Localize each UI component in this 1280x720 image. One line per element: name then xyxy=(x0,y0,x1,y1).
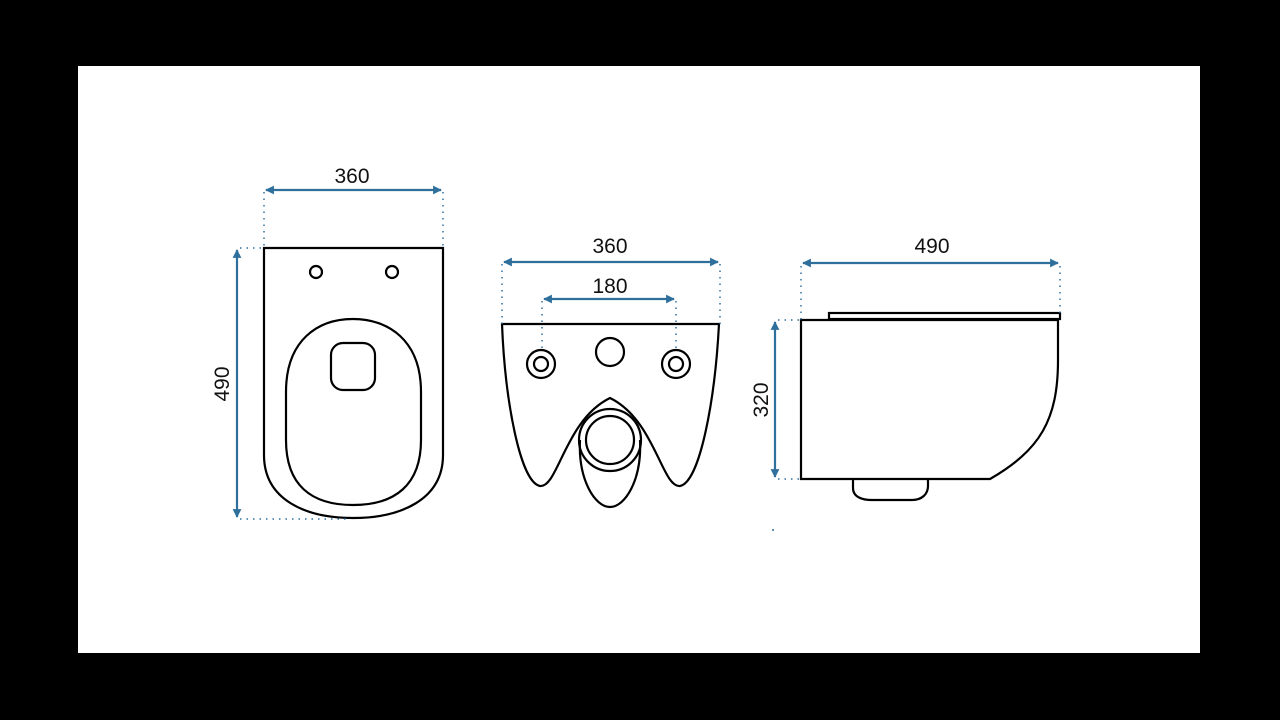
fixing-hole-left xyxy=(532,355,550,373)
rear-view: 360 180 xyxy=(500,235,721,509)
fixing-hole-right xyxy=(384,264,400,280)
side-depth-label: 490 xyxy=(914,235,949,258)
top-view: 360 490 xyxy=(211,165,445,520)
seat-outline xyxy=(284,317,423,507)
fixing-spacing-label: 180 xyxy=(592,275,627,298)
fixing-hole-right xyxy=(667,355,685,373)
drawing-sheet xyxy=(78,66,1200,653)
outlet-spigot xyxy=(578,439,642,509)
seat-hinge xyxy=(329,341,377,392)
outlet-pipe xyxy=(584,414,636,466)
rear-width-label: 360 xyxy=(592,235,627,258)
water-inlet xyxy=(594,336,626,368)
side-view: 490 320 xyxy=(750,235,1062,531)
side-outline xyxy=(799,318,1060,481)
bowl-outline xyxy=(262,246,445,520)
outlet-foot xyxy=(851,480,930,502)
top-width-label: 360 xyxy=(334,165,369,188)
top-depth-label: 490 xyxy=(211,366,234,401)
side-height-label: 320 xyxy=(750,382,773,417)
fixing-hole-left xyxy=(308,264,324,280)
rear-outline xyxy=(500,322,721,488)
